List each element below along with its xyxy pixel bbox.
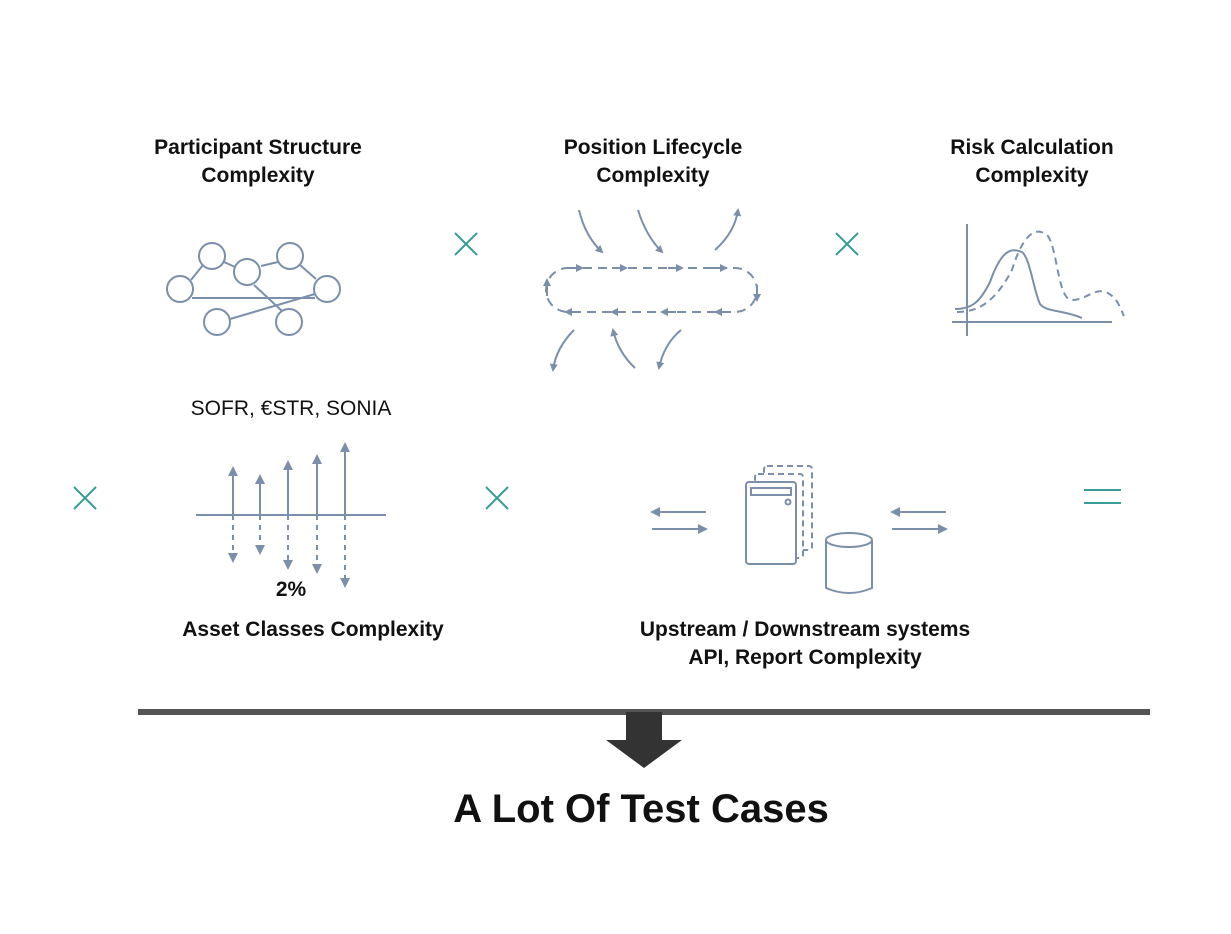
position-lifecycle-label-line2: Complexity (596, 164, 710, 187)
risk-calculation-label-line1: Risk Calculation (950, 136, 1114, 159)
participant-structure-label-line2: Complexity (201, 164, 315, 187)
multiply-operator-4 (485, 486, 509, 510)
risk-calculation-label-line2: Complexity (975, 164, 1089, 187)
systems-icon (650, 465, 948, 594)
systems-label: Upstream / Downstream systems API, Repor… (640, 616, 970, 672)
percent-label: 2% (275, 578, 307, 601)
down-arrow-icon (606, 712, 682, 768)
participant-structure-label-line1: Participant Structure (154, 136, 362, 159)
asset-classes-label: Asset Classes Complexity (182, 618, 444, 641)
risk-calculation-label: Risk Calculation Complexity (950, 134, 1113, 190)
multiply-operator-2 (835, 232, 859, 256)
systems-label-line2: API, Report Complexity (688, 646, 922, 669)
multiply-operator-3 (73, 486, 97, 510)
lifecycle-icon (543, 208, 761, 372)
position-lifecycle-label: Position Lifecycle Complexity (564, 134, 743, 190)
equals-operator (1084, 489, 1121, 504)
multiply-operator-1 (454, 232, 478, 256)
position-lifecycle-label-line1: Position Lifecycle (563, 136, 743, 159)
network-icon (166, 242, 341, 336)
risk-chart-icon (952, 224, 1125, 336)
rates-label: SOFR, €STR, SONIA (190, 397, 392, 420)
participant-structure-label: Participant Structure Complexity (154, 134, 362, 190)
systems-label-line1: Upstream / Downstream systems (639, 618, 971, 641)
asset-arrows-icon (196, 442, 386, 588)
result-title: A Lot Of Test Cases (453, 787, 829, 831)
